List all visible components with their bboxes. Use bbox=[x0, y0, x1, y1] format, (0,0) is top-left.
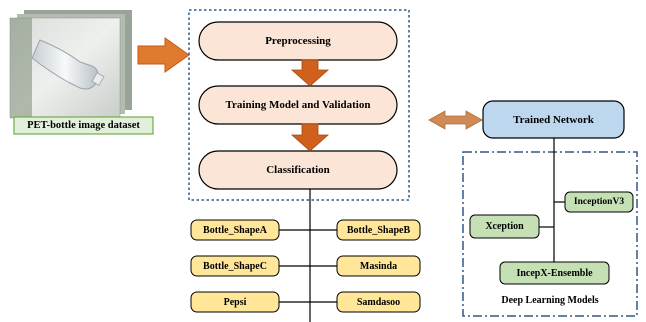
class-label-pepsi: Pepsi bbox=[223, 296, 247, 308]
model-label-incepx-ensemble: IncepX-Ensemble bbox=[516, 267, 593, 279]
model-box-xception bbox=[469, 214, 540, 239]
step-box-classification bbox=[198, 150, 398, 190]
step-training: Training Model and Validation bbox=[225, 99, 371, 111]
class-box-samdasoo bbox=[336, 291, 421, 313]
class-label-shapeC: Bottle_ShapeC bbox=[203, 260, 267, 272]
pipeline-container bbox=[188, 9, 410, 201]
class-label-masinda: Masinda bbox=[359, 260, 398, 272]
step-preprocessing: Preprocessing bbox=[265, 35, 331, 47]
trained-network-label: Trained Network bbox=[513, 113, 594, 126]
dataset-photo-shadow bbox=[10, 18, 32, 118]
class-label-shapeB: Bottle_ShapeB bbox=[346, 224, 411, 236]
class-box-shapeC bbox=[190, 255, 280, 277]
down-arrow-1 bbox=[290, 59, 330, 87]
class-box-shapeA bbox=[190, 219, 280, 241]
dataset-to-pipeline-arrow bbox=[137, 37, 190, 73]
step-classification: Classification bbox=[266, 164, 330, 176]
dataset-caption-box bbox=[13, 116, 154, 135]
model-label-xception: Xception bbox=[485, 221, 524, 232]
class-box-shapeB bbox=[336, 219, 421, 241]
class-box-pepsi bbox=[190, 291, 280, 313]
dataset-image-stack bbox=[9, 10, 132, 119]
deep-learning-container bbox=[462, 151, 638, 317]
bidirectional-arrow bbox=[428, 110, 483, 130]
deep-learning-title: Deep Learning Models bbox=[501, 294, 599, 306]
class-box-masinda bbox=[336, 255, 421, 277]
bottle-cap bbox=[91, 72, 105, 86]
class-label-samdasoo: Samdasoo bbox=[356, 296, 401, 308]
step-box-training bbox=[198, 85, 398, 125]
dataset-caption: PET-bottle image dataset bbox=[27, 120, 140, 131]
model-box-inceptionv3 bbox=[564, 191, 634, 213]
model-label-inceptionv3: InceptionV3 bbox=[573, 197, 625, 207]
down-arrow-2 bbox=[290, 123, 330, 152]
model-box-incepx-ensemble bbox=[499, 261, 610, 285]
step-box-preprocessing bbox=[198, 21, 398, 61]
class-label-shapeA: Bottle_ShapeA bbox=[203, 224, 267, 236]
